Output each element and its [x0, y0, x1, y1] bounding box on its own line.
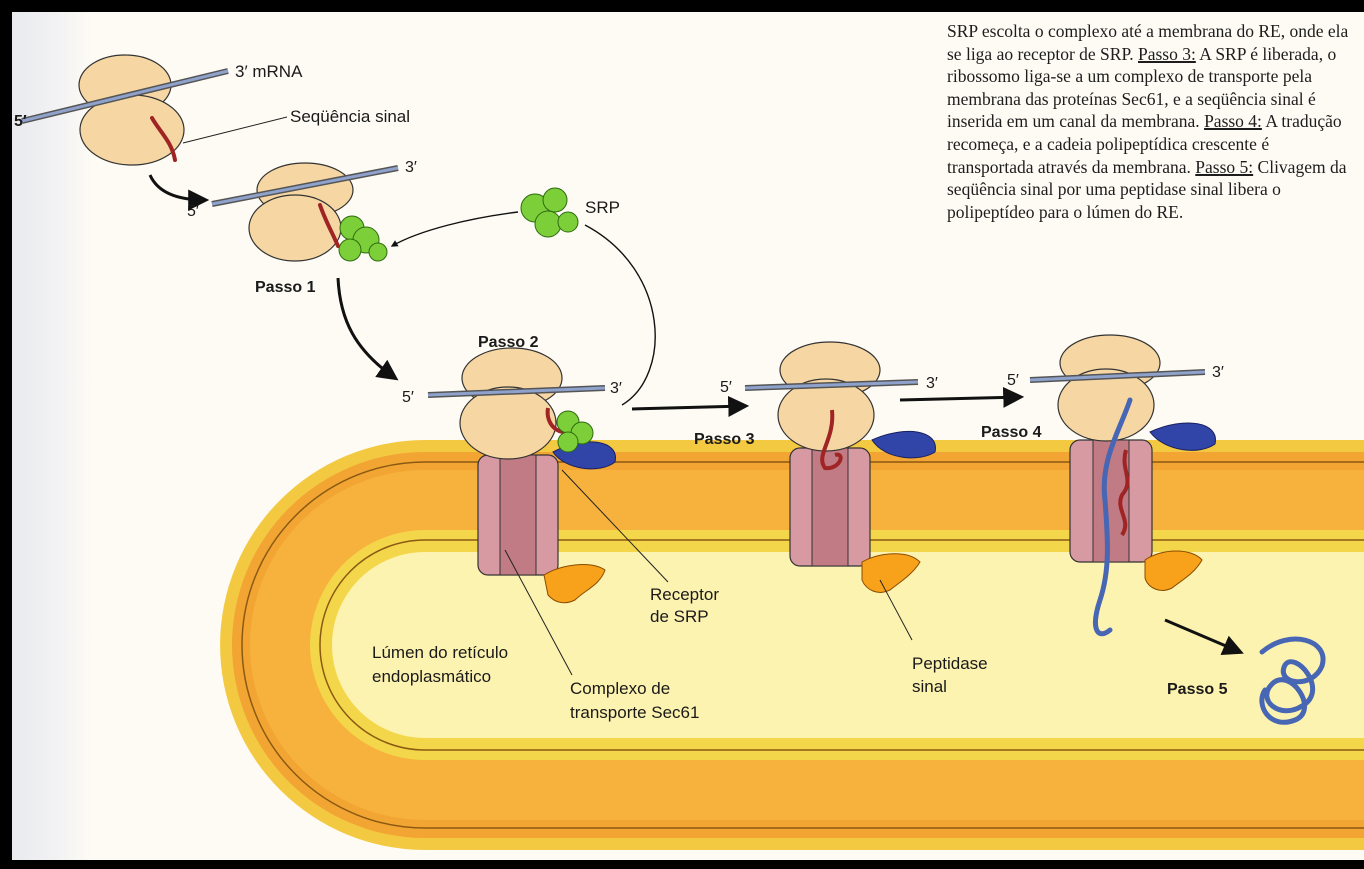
three-prime-label-2: 3′: [610, 380, 622, 397]
arrow-to-step2: [338, 278, 395, 378]
free-ribosome: [22, 55, 228, 165]
caption-step5-label: Passo 5:: [1195, 157, 1253, 177]
five-prime-label-1: 5′: [187, 203, 199, 220]
srp-bound-step1: [339, 216, 387, 261]
sec61-channel-step3: [790, 448, 870, 566]
sec61-label-l2: transporte Sec61: [570, 703, 699, 722]
three-prime-label-4: 3′: [1212, 364, 1224, 381]
signal-sequence-leader: [183, 117, 287, 143]
srp-recycle-right: [585, 225, 655, 405]
srp-label: SRP: [585, 198, 620, 217]
five-prime-label-0: 5′: [14, 113, 27, 130]
step1-label: Passo 1: [255, 279, 316, 296]
sec61-label-l1: Complexo de: [570, 679, 670, 698]
lumen-label-l1: Lúmen do retículo: [372, 643, 508, 662]
five-prime-label-2: 5′: [402, 389, 414, 406]
caption-text: SRP escolta o complexo até a membrana do…: [947, 20, 1352, 223]
three-prime-label-1: 3′: [405, 159, 417, 176]
step5-label: Passo 5: [1167, 681, 1228, 698]
caption-step3-label: Passo 3:: [1138, 44, 1196, 64]
lumen-label-l2: endoplasmático: [372, 667, 491, 686]
step3-label: Passo 3: [694, 431, 755, 448]
sec61-channel-step4: [1070, 440, 1152, 562]
signal-sequence-label: Seqüência sinal: [290, 107, 410, 126]
peptidase-label-l1: Peptidase: [912, 654, 988, 673]
step2-label: Passo 2: [478, 334, 539, 351]
sec61-channel-step2: [478, 455, 558, 575]
arrow-to-step1: [150, 175, 205, 200]
step1-ribosome: [212, 163, 398, 261]
caption-step4-label: Passo 4:: [1204, 111, 1262, 131]
arrow-to-step3: [632, 406, 745, 409]
srp-receptor-label-l1: Receptor: [650, 585, 719, 604]
free-srp: [521, 188, 578, 237]
five-prime-label-3: 5′: [720, 379, 732, 396]
srp-receptor-label-l2: de SRP: [650, 607, 709, 626]
five-prime-label-4: 5′: [1007, 372, 1019, 389]
three-prime-label-3: 3′: [926, 375, 938, 392]
srp-recycle-left: [392, 212, 518, 246]
peptidase-label-l2: sinal: [912, 677, 947, 696]
arrow-to-step4: [900, 397, 1020, 400]
caption-paragraph: SRP escolta o complexo até a membrana do…: [947, 20, 1352, 223]
step4-label: Passo 4: [981, 424, 1042, 441]
mrna-label: 3′ mRNA: [235, 62, 303, 81]
